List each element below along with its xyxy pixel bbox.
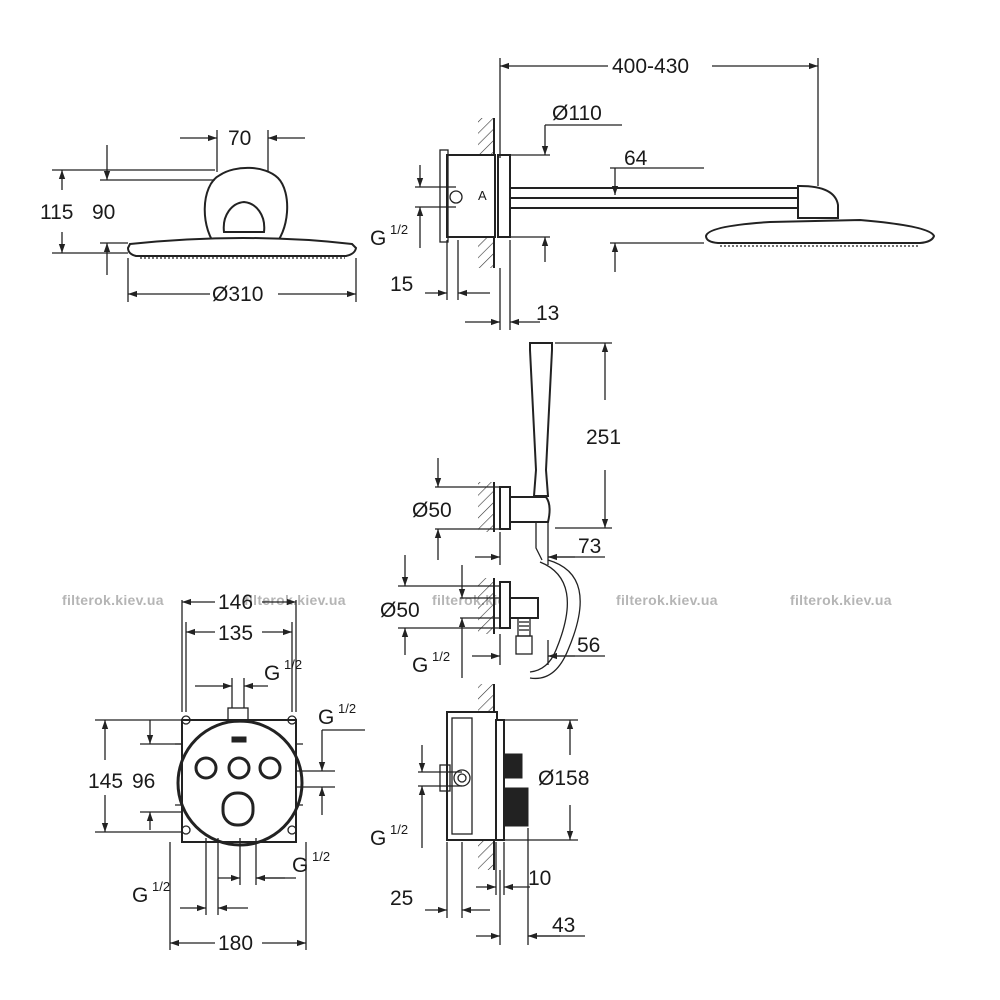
dim-thread-right-fraction: 1/2: [338, 701, 356, 716]
dim-valve-side-projection-small: 10: [528, 867, 551, 890]
dim-hand-shower-length: 251: [586, 426, 621, 449]
dim-flange-diameter: Ø110: [552, 102, 602, 125]
head-shower-front-view: 70 115 90 Ø310: [40, 127, 358, 306]
dim-head-thread-fraction: 1/2: [390, 222, 408, 237]
dim-thread-top: G: [264, 662, 280, 685]
dim-outlet-projection: 56: [577, 634, 600, 657]
dim-head-offset: 64: [624, 147, 648, 170]
dim-thread-top-fraction: 1/2: [284, 657, 302, 672]
hand-shower-side-view: 251 Ø50 73 Ø50 G 1/2 56: [380, 342, 621, 680]
dim-outlet-diameter: Ø50: [380, 599, 420, 622]
dim-head-thread: G: [370, 227, 386, 250]
head-shower-side-view: A 400-430 Ø110 64 G 1/2: [370, 55, 936, 330]
dim-valve-width-outer: 146: [218, 591, 253, 614]
dim-valve-width-inner: 135: [218, 622, 253, 645]
dim-thread-bottom-right-fraction: 1/2: [312, 849, 330, 864]
valve-side-view: Ø158 G 1/2 25 10 43: [370, 684, 589, 945]
dim-valve-height-inner: 96: [132, 770, 155, 793]
watermark-1: filterok.kiev.ua: [62, 592, 164, 608]
box-mark-a: A: [478, 188, 487, 203]
dim-valve-side-thread-fraction: 1/2: [390, 822, 408, 837]
dim-thread-bottom-right: G: [292, 854, 308, 877]
dim-valve-side-thread: G: [370, 827, 386, 850]
dim-thread-bottom-left: G: [132, 884, 148, 907]
watermark-row: filterok.kiev.ua filterok.kiev.ua filter…: [62, 592, 892, 608]
watermark-4: filterok.kiev.ua: [616, 592, 718, 608]
watermark-5: filterok.kiev.ua: [790, 592, 892, 608]
dim-valve-width-bottom: 180: [218, 932, 253, 955]
dim-valve-side-depth: 25: [390, 887, 413, 910]
dim-valve-side-projection-large: 43: [552, 914, 575, 937]
dim-arm-length: 400-430: [612, 55, 689, 78]
dim-wall-offset: 13: [536, 302, 559, 325]
dim-valve-height-total: 145: [88, 770, 123, 793]
watermark-2: filterok.kiev.ua: [244, 592, 346, 608]
dim-head-width-top: 70: [228, 127, 251, 150]
dim-head-height-total: 115: [40, 201, 73, 224]
dim-outlet-thread-fraction: 1/2: [432, 649, 450, 664]
dim-holder-diameter: Ø50: [412, 499, 452, 522]
dim-head-height-head: 90: [92, 201, 115, 224]
dim-box-depth: 15: [390, 273, 413, 296]
dim-holder-projection: 73: [578, 535, 601, 558]
valve-front-view: 146 135 G 1/2 G 1/2 145 96: [88, 591, 365, 955]
dim-outlet-thread: G: [412, 654, 428, 677]
dim-valve-side-diameter: Ø158: [538, 767, 589, 790]
dim-thread-right: G: [318, 706, 334, 729]
dim-thread-bottom-left-fraction: 1/2: [152, 879, 170, 894]
dim-head-diameter: Ø310: [212, 283, 263, 306]
